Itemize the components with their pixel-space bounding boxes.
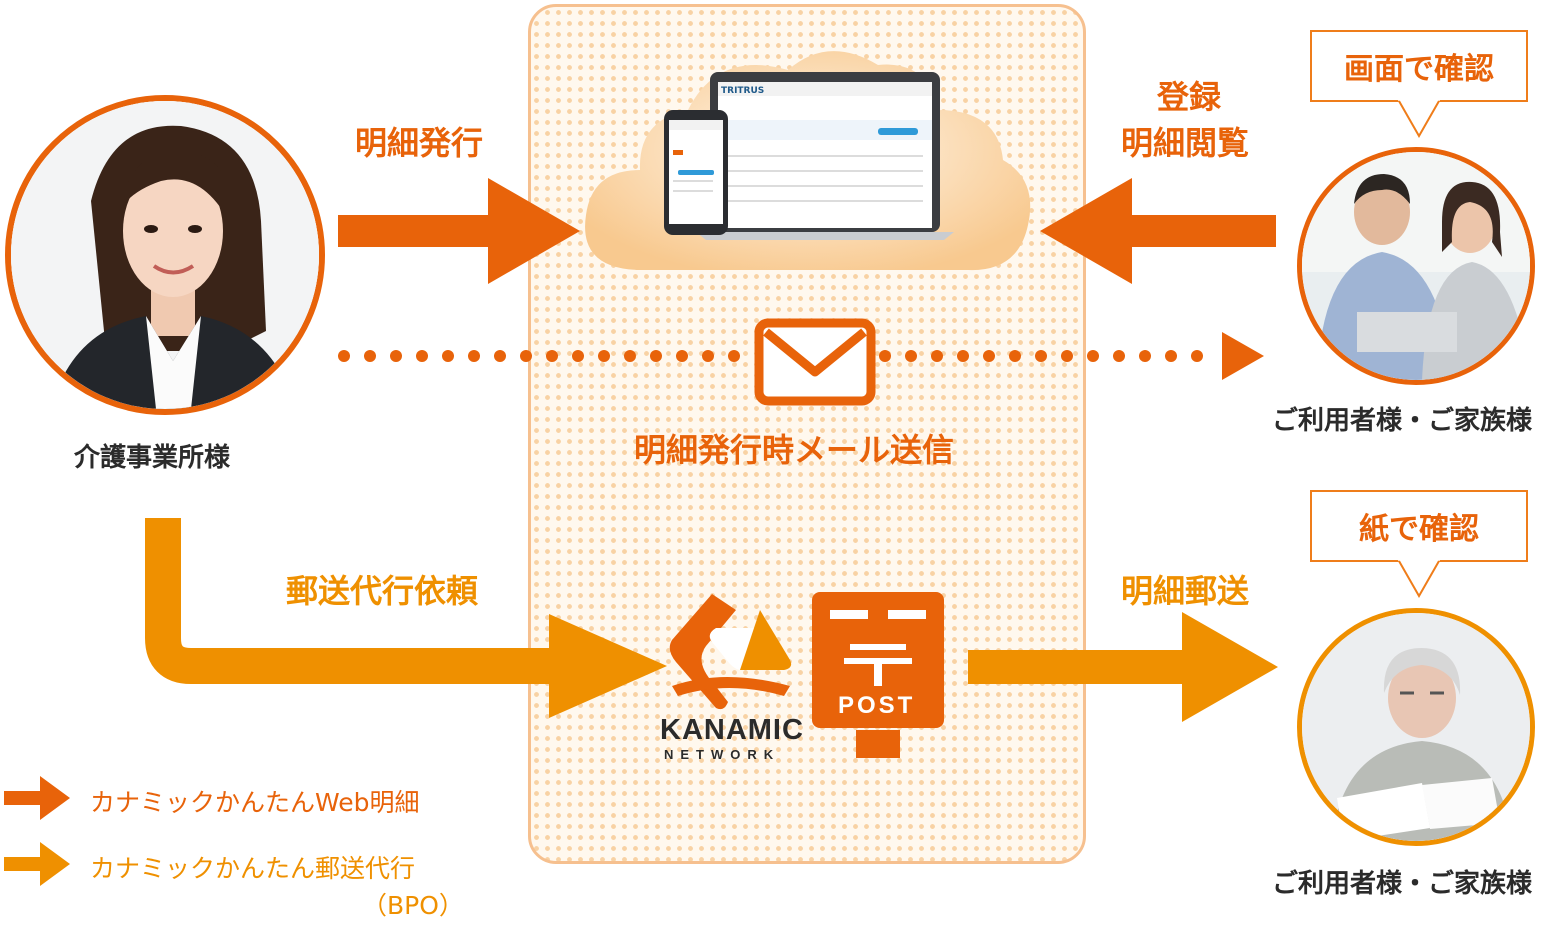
users-web-label: ご利用者様・ご家族様 bbox=[1272, 406, 1533, 436]
register-label-line2: 明細閲覧 bbox=[1121, 124, 1250, 162]
users-paper-photo bbox=[1297, 608, 1535, 846]
provider-photo bbox=[5, 95, 325, 415]
mail-request-arrow bbox=[145, 518, 667, 718]
register-label-line1: 登録 bbox=[1157, 78, 1222, 116]
view-on-screen-bubble: 画面で確認 bbox=[1310, 30, 1528, 102]
legend-postal-arrow bbox=[4, 842, 70, 886]
view-on-screen-bubble-tail bbox=[1398, 100, 1440, 138]
mail-send-arrow bbox=[968, 612, 1278, 722]
issue-arrow bbox=[338, 178, 580, 284]
users-web-photo bbox=[1297, 147, 1535, 385]
register-arrow bbox=[1040, 178, 1276, 284]
legend-postal-note: （BPO） bbox=[362, 891, 464, 920]
kanamic-name: KANAMIC bbox=[660, 714, 804, 746]
email-dotted-arrow bbox=[338, 332, 1264, 380]
mail-request-label: 郵送代行依頼 bbox=[286, 572, 479, 610]
cloud-service-illustration bbox=[585, 51, 1031, 271]
mail-send-label: 明細郵送 bbox=[1121, 572, 1250, 610]
legend-postal-label: カナミックかんたん郵送代行 bbox=[90, 854, 416, 883]
view-on-paper-bubble-tail bbox=[1398, 560, 1440, 598]
envelope-icon bbox=[754, 318, 876, 406]
post-box-icon bbox=[812, 592, 944, 758]
issue-label: 明細発行 bbox=[355, 124, 484, 162]
kanamic-sub: NETWORK bbox=[664, 747, 781, 762]
provider-label: 介護事業所様 bbox=[74, 443, 231, 473]
view-on-paper-bubble: 紙で確認 bbox=[1310, 490, 1528, 562]
users-paper-label: ご利用者様・ご家族様 bbox=[1272, 869, 1533, 899]
email-label: 明細発行時メール送信 bbox=[634, 431, 955, 469]
app-logo: TRITRUS bbox=[721, 86, 765, 96]
legend-web-label: カナミックかんたんWeb明細 bbox=[90, 788, 420, 817]
post-box-label: POST bbox=[838, 692, 916, 719]
legend-web-arrow bbox=[4, 776, 70, 820]
kanamic-logo-icon bbox=[669, 594, 792, 710]
